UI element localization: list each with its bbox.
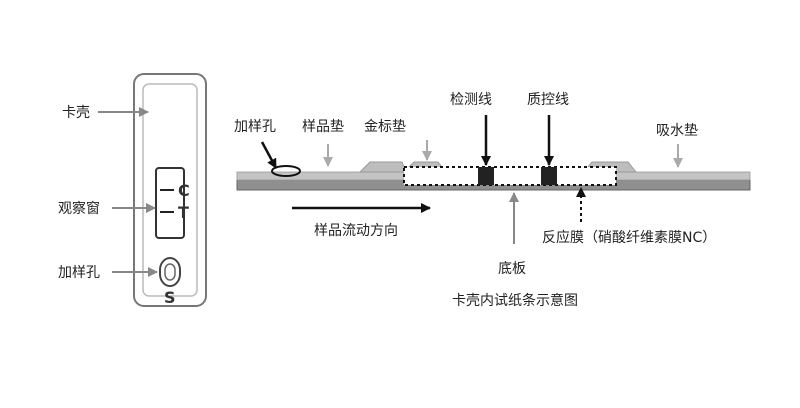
control-line-block [541,167,557,185]
label-gold-pad: 金标垫 [364,119,406,135]
label-cassette-sample-hole: 加样孔 [58,265,100,281]
sample-hole-ellipse [271,165,301,177]
label-control-line: 质控线 [527,92,569,108]
label-absorbent-pad: 吸水垫 [656,123,698,139]
label-test-line: 检测线 [450,92,492,108]
caption: 卡壳内试纸条示意图 [452,292,578,309]
s-mark: S [164,288,176,307]
sample-pad-shape [358,161,407,173]
sample-hole-inner [164,263,176,281]
arrow-strip-sample-hole [260,141,278,169]
c-mark: C [178,181,190,200]
t-mark: T [178,203,189,222]
label-backing: 底板 [498,261,526,277]
label-membrane: 反应膜（硝酸纤维素膜NC） [542,229,716,246]
label-flow-direction: 样品流动方向 [314,223,398,239]
test-line-block [478,167,494,185]
label-window: 观察窗 [58,200,100,217]
label-sample-pad: 样品垫 [302,119,344,135]
strip-figure [236,161,751,191]
label-shell: 卡壳 [62,104,90,121]
reaction-membrane [403,166,617,186]
cassette-figure: C T S [133,73,207,307]
observation-window [155,167,185,239]
label-strip-sample-hole: 加样孔 [234,119,276,135]
cassette-inner-outline [142,83,198,297]
